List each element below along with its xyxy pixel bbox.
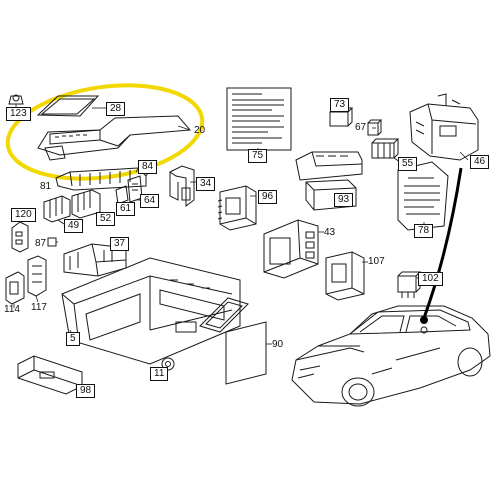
part-switch-block [295, 151, 363, 181]
callout-93: 93 [334, 193, 354, 207]
part-20-fuse-box-cover [37, 115, 192, 161]
part-120-connector [11, 221, 29, 253]
callout-64: 64 [140, 194, 160, 208]
part-49-fuse-block [43, 195, 71, 223]
part-90-cover-panel [199, 297, 267, 385]
part-67-connector [367, 119, 383, 136]
callout-75: 75 [248, 149, 268, 163]
part-46-sam-module [409, 93, 479, 161]
callout-98: 98 [76, 384, 96, 398]
callout-84: 84 [138, 160, 158, 174]
callout-67: 67 [355, 122, 367, 133]
callout-96: 96 [258, 190, 278, 204]
part-34-bracket [169, 165, 195, 207]
part-123-clip-icon [8, 94, 24, 105]
part-102-relay [397, 271, 422, 298]
callout-120: 120 [11, 208, 36, 222]
callout-78: 78 [414, 224, 434, 238]
part-43-control-unit [263, 219, 319, 279]
callout-37: 37 [110, 237, 130, 251]
callout-123: 123 [6, 107, 31, 121]
callout-5: 5 [66, 332, 80, 346]
callout-107: 107 [368, 256, 385, 267]
callout-73: 73 [330, 98, 350, 112]
callout-34: 34 [196, 177, 216, 191]
callout-43: 43 [324, 227, 336, 238]
part-87-clip [47, 237, 57, 247]
callout-52: 52 [96, 212, 116, 226]
callout-28: 28 [106, 102, 126, 116]
callout-90: 90 [272, 339, 284, 350]
callout-55: 55 [398, 157, 418, 171]
callout-87: 87 [35, 238, 47, 249]
callout-117: 117 [31, 302, 47, 313]
part-96-control-unit [217, 185, 257, 231]
part-75-information-sheet [226, 87, 292, 151]
callout-81: 81 [40, 181, 52, 192]
pointer-dot [420, 316, 428, 324]
part-55-relay-strip [371, 138, 400, 159]
part-5-fuse-box-housing [61, 257, 241, 365]
callout-49: 49 [64, 219, 84, 233]
callout-61: 61 [116, 202, 136, 216]
part-98-tray [17, 355, 83, 395]
callout-11: 11 [150, 367, 169, 381]
part-28-cover-lid [36, 95, 100, 117]
part-107-module [325, 251, 365, 301]
callout-46: 46 [470, 155, 490, 169]
part-78-instruction-sheet [397, 161, 449, 231]
part-93-relay-bar [305, 179, 357, 211]
part-61-fuse [115, 185, 129, 205]
part-37-relay-bracket [63, 243, 127, 277]
vehicle-illustration [291, 305, 491, 407]
part-114-holder [5, 271, 25, 305]
callout-114: 114 [4, 304, 20, 315]
callout-102: 102 [418, 272, 443, 286]
pointer-line [422, 167, 463, 319]
highlight-ellipse [5, 83, 205, 181]
callout-20: 20 [194, 125, 206, 136]
part-117-holder [27, 255, 47, 297]
